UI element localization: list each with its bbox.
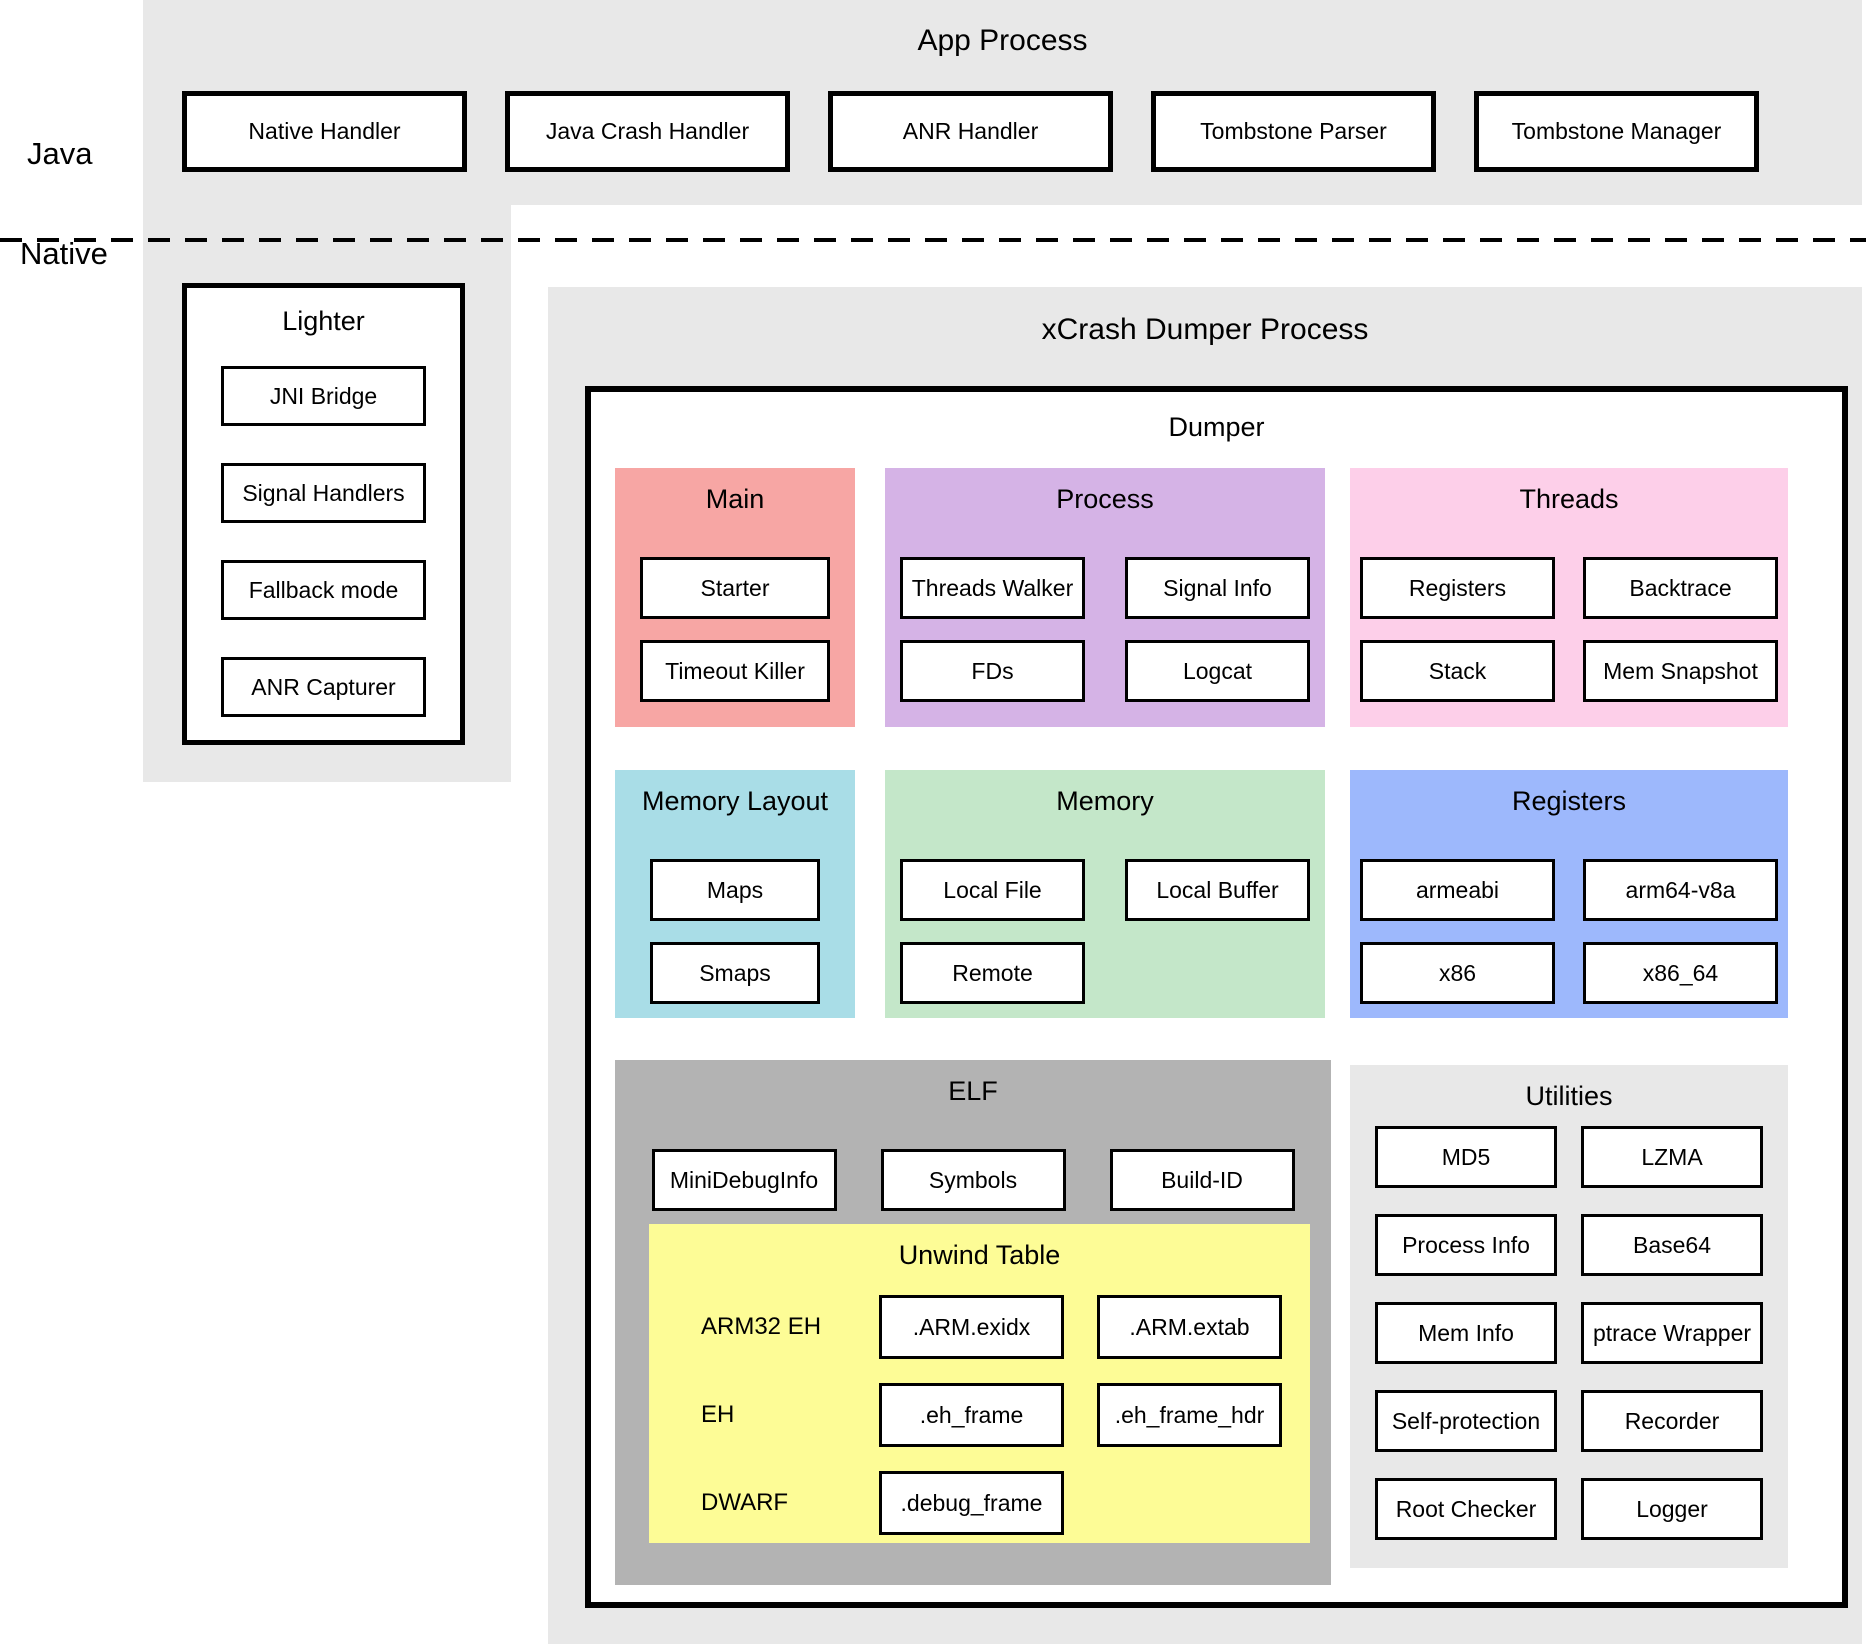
node-fds: FDs (900, 640, 1085, 702)
node-timeout-killer: Timeout Killer (640, 640, 830, 702)
node-mem-snapshot: Mem Snapshot (1583, 640, 1778, 702)
node-lzma: LZMA (1581, 1126, 1763, 1188)
node-recorder: Recorder (1581, 1390, 1763, 1452)
node-anr-handler: ANR Handler (828, 91, 1113, 172)
panel-elf-title: ELF (948, 1076, 998, 1106)
lighter-group: Lighter JNI Bridge Signal Handlers Fallb… (182, 283, 465, 745)
app-process-group: App Process Native Handler Java Crash Ha… (143, 0, 1862, 205)
node-signal-info: Signal Info (1125, 557, 1310, 619)
node-logcat: Logcat (1125, 640, 1310, 702)
node-arm-extab: .ARM.extab (1097, 1295, 1282, 1359)
panel-process-boxes: Threads Walker Signal Info FDs Logcat (885, 557, 1325, 702)
panel-elf-boxes: MiniDebugInfo Symbols Build-ID (615, 1149, 1331, 1211)
node-jni-bridge: JNI Bridge (221, 366, 426, 426)
unwind-label-arm32-eh: ARM32 EH (701, 1313, 822, 1340)
node-debug-frame: .debug_frame (879, 1471, 1064, 1535)
node-md5: MD5 (1375, 1126, 1557, 1188)
node-arm64-v8a: arm64-v8a (1583, 859, 1778, 921)
java-layer-label: Java (27, 136, 93, 171)
node-threads-walker: Threads Walker (900, 557, 1085, 619)
panel-memory-layout: Memory Layout Maps Smaps (615, 770, 855, 1018)
node-armeabi: armeabi (1360, 859, 1555, 921)
node-fallback-mode: Fallback mode (221, 560, 426, 620)
node-local-file: Local File (900, 859, 1085, 921)
dumper-group: Dumper Main Starter Timeout Killer Proce… (585, 386, 1848, 1608)
node-x86: x86 (1360, 942, 1555, 1004)
panel-utilities: Utilities MD5 LZMA Process Info Base64 M… (1350, 1065, 1788, 1568)
node-backtrace: Backtrace (1583, 557, 1778, 619)
unwind-row-dwarf: DWARF .debug_frame (649, 1471, 1310, 1535)
panel-process-title: Process (1056, 484, 1154, 514)
panel-threads: Threads Registers Backtrace Stack Mem Sn… (1350, 468, 1788, 727)
unwind-table-title: Unwind Table (898, 1240, 1061, 1270)
panel-memory: Memory Local File Local Buffer Remote (885, 770, 1325, 1018)
native-layer-label: Native (20, 236, 108, 271)
unwind-row-arm32-eh: ARM32 EH .ARM.exidx .ARM.extab (649, 1295, 1310, 1359)
node-arm-exidx: .ARM.exidx (879, 1295, 1064, 1359)
node-remote: Remote (900, 942, 1085, 1004)
node-mem-info: Mem Info (1375, 1302, 1557, 1364)
panel-utilities-title: Utilities (1525, 1081, 1613, 1111)
node-maps: Maps (650, 859, 820, 921)
lighter-title: Lighter (282, 306, 365, 336)
java-native-divider (0, 238, 1866, 242)
app-process-title: App Process (917, 24, 1088, 57)
panel-registers-boxes: armeabi arm64-v8a x86 x86_64 (1350, 859, 1788, 1004)
panel-memory-title: Memory (1056, 786, 1154, 816)
node-signal-handlers: Signal Handlers (221, 463, 426, 523)
unwind-label-eh: EH (701, 1401, 735, 1428)
panel-utilities-boxes: MD5 LZMA Process Info Base64 Mem Info pt… (1350, 1126, 1788, 1540)
panel-registers-title: Registers (1511, 786, 1627, 816)
panel-main: Main Starter Timeout Killer (615, 468, 855, 727)
panel-registers: Registers armeabi arm64-v8a x86 x86_64 (1350, 770, 1788, 1018)
panel-main-title: Main (705, 484, 765, 514)
panel-threads-boxes: Registers Backtrace Stack Mem Snapshot (1350, 557, 1788, 702)
node-tombstone-parser: Tombstone Parser (1151, 91, 1436, 172)
panel-memory-layout-boxes: Maps Smaps (615, 859, 855, 1004)
node-base64: Base64 (1581, 1214, 1763, 1276)
panel-elf: ELF MiniDebugInfo Symbols Build-ID Unwin… (615, 1060, 1331, 1585)
panel-main-boxes: Starter Timeout Killer (615, 557, 855, 702)
panel-unwind-table: Unwind Table ARM32 EH .ARM.exidx .ARM.ex… (649, 1224, 1310, 1543)
panel-memory-boxes: Local File Local Buffer Remote (885, 859, 1325, 1004)
xcrash-dumper-process-group: xCrash Dumper Process Dumper Main Starte… (548, 287, 1862, 1644)
node-ptrace-wrapper: ptrace Wrapper (1581, 1302, 1763, 1364)
node-symbols: Symbols (880, 1149, 1066, 1211)
node-x86-64: x86_64 (1583, 942, 1778, 1004)
node-tombstone-manager: Tombstone Manager (1474, 91, 1759, 172)
panel-process: Process Threads Walker Signal Info FDs L… (885, 468, 1325, 727)
node-native-handler: Native Handler (182, 91, 467, 172)
node-registers: Registers (1360, 557, 1555, 619)
unwind-label-dwarf: DWARF (701, 1489, 789, 1516)
dumper-title: Dumper (1168, 412, 1265, 442)
node-root-checker: Root Checker (1375, 1478, 1557, 1540)
node-stack: Stack (1360, 640, 1555, 702)
node-eh-frame-hdr: .eh_frame_hdr (1097, 1383, 1282, 1447)
node-java-crash-handler: Java Crash Handler (505, 91, 790, 172)
unwind-row-eh: EH .eh_frame .eh_frame_hdr (649, 1383, 1310, 1447)
panel-threads-title: Threads (1519, 484, 1619, 514)
node-anr-capturer: ANR Capturer (221, 657, 426, 717)
node-smaps: Smaps (650, 942, 820, 1004)
panel-memory-layout-title: Memory Layout (641, 786, 829, 816)
node-logger: Logger (1581, 1478, 1763, 1540)
node-starter: Starter (640, 557, 830, 619)
app-process-handlers-row: Native Handler Java Crash Handler ANR Ha… (182, 91, 1759, 172)
node-minidebuginfo: MiniDebugInfo (651, 1149, 837, 1211)
lighter-boxes: JNI Bridge Signal Handlers Fallback mode… (187, 366, 460, 717)
node-process-info: Process Info (1375, 1214, 1557, 1276)
node-eh-frame: .eh_frame (879, 1383, 1064, 1447)
node-build-id: Build-ID (1109, 1149, 1295, 1211)
node-local-buffer: Local Buffer (1125, 859, 1310, 921)
xcrash-dumper-process-title: xCrash Dumper Process (1041, 313, 1369, 346)
node-self-protection: Self-protection (1375, 1390, 1557, 1452)
